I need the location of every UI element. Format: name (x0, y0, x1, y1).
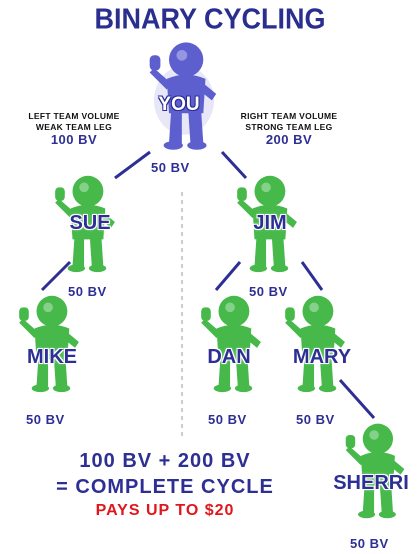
summary-pays: PAYS UP TO $20 (95, 502, 235, 519)
right-volume-line1: RIGHT TEAM VOLUME (240, 111, 338, 121)
node-name-you: YOU (158, 94, 200, 115)
bv-label-you: 50 BV (151, 160, 190, 175)
node-name-sherri: SHERRI (333, 472, 409, 494)
mike-figure-icon (19, 295, 79, 393)
bv-label-jim: 50 BV (249, 284, 288, 299)
bv-label-sue: 50 BV (68, 284, 107, 299)
right-volume-line2: STRONG TEAM LEG (245, 122, 333, 132)
diagram-title: BINARY CYCLING (94, 3, 326, 35)
node-name-mary: MARY (292, 346, 352, 368)
summary-line1: 100 BV + 200 BV (79, 450, 251, 472)
sherri-figure-icon (345, 423, 405, 519)
connector-you-jim (220, 150, 248, 180)
connector-mary-sherri (338, 378, 376, 420)
node-name-jim: JIM (253, 212, 287, 234)
right-volume-block: RIGHT TEAM VOLUME STRONG TEAM LEG 200 BV (214, 111, 364, 147)
bv-label-mary: 50 BV (296, 412, 335, 427)
left-volume-amount: 100 BV (50, 132, 98, 147)
bv-label-dan: 50 BV (208, 412, 247, 427)
right-volume-amount: 200 BV (265, 132, 313, 147)
left-volume-line2: WEAK TEAM LEG (35, 122, 113, 132)
connector-jim-dan (214, 261, 242, 291)
node-name-mike: MIKE (27, 346, 77, 368)
connector-sue-mike (40, 260, 72, 292)
left-volume-block: LEFT TEAM VOLUME WEAK TEAM LEG 100 BV (4, 111, 144, 147)
you-figure-icon (149, 42, 217, 150)
sue-figure-icon (55, 175, 115, 273)
connector-you-sue (114, 150, 151, 180)
left-volume-line1: LEFT TEAM VOLUME (28, 111, 120, 121)
bv-label-mike: 50 BV (26, 412, 65, 427)
bv-label-sherri: 50 BV (350, 536, 389, 551)
node-name-sue: SUE (69, 212, 111, 234)
summary-line2: = COMPLETE CYCLE (56, 476, 274, 498)
mary-figure-icon (285, 295, 345, 393)
jim-figure-icon (237, 175, 297, 273)
connector-jim-mary (300, 261, 324, 291)
node-name-dan: DAN (207, 346, 251, 368)
dan-figure-icon (201, 295, 261, 393)
